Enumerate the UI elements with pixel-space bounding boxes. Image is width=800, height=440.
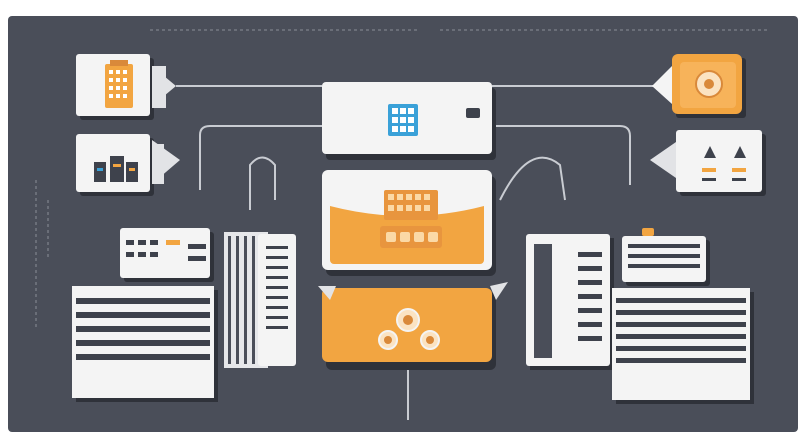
connector-lines — [176, 85, 660, 420]
blue-badge-icon — [388, 104, 418, 136]
orange-storage-box-top — [322, 170, 496, 276]
network-switch-icon — [120, 228, 214, 282]
server-rack-icon — [94, 156, 138, 182]
gear-badge-icon — [695, 70, 723, 98]
tall-server-left — [224, 232, 296, 368]
central-device-card — [322, 82, 496, 160]
tall-server-right — [526, 234, 614, 370]
right-small-vent-box — [622, 228, 710, 286]
building-icon — [105, 60, 133, 108]
router-card — [650, 130, 766, 196]
building-card — [76, 54, 176, 120]
right-slatted-rack — [612, 288, 754, 404]
router-icon — [702, 146, 746, 181]
left-slatted-rack — [72, 286, 218, 402]
orange-storage-box-bottom — [318, 282, 508, 370]
status-light — [466, 108, 480, 118]
coins-icon — [378, 308, 440, 350]
rack-card — [76, 134, 180, 196]
dashed-guides — [35, 29, 770, 330]
gear-badge-card — [652, 54, 746, 118]
